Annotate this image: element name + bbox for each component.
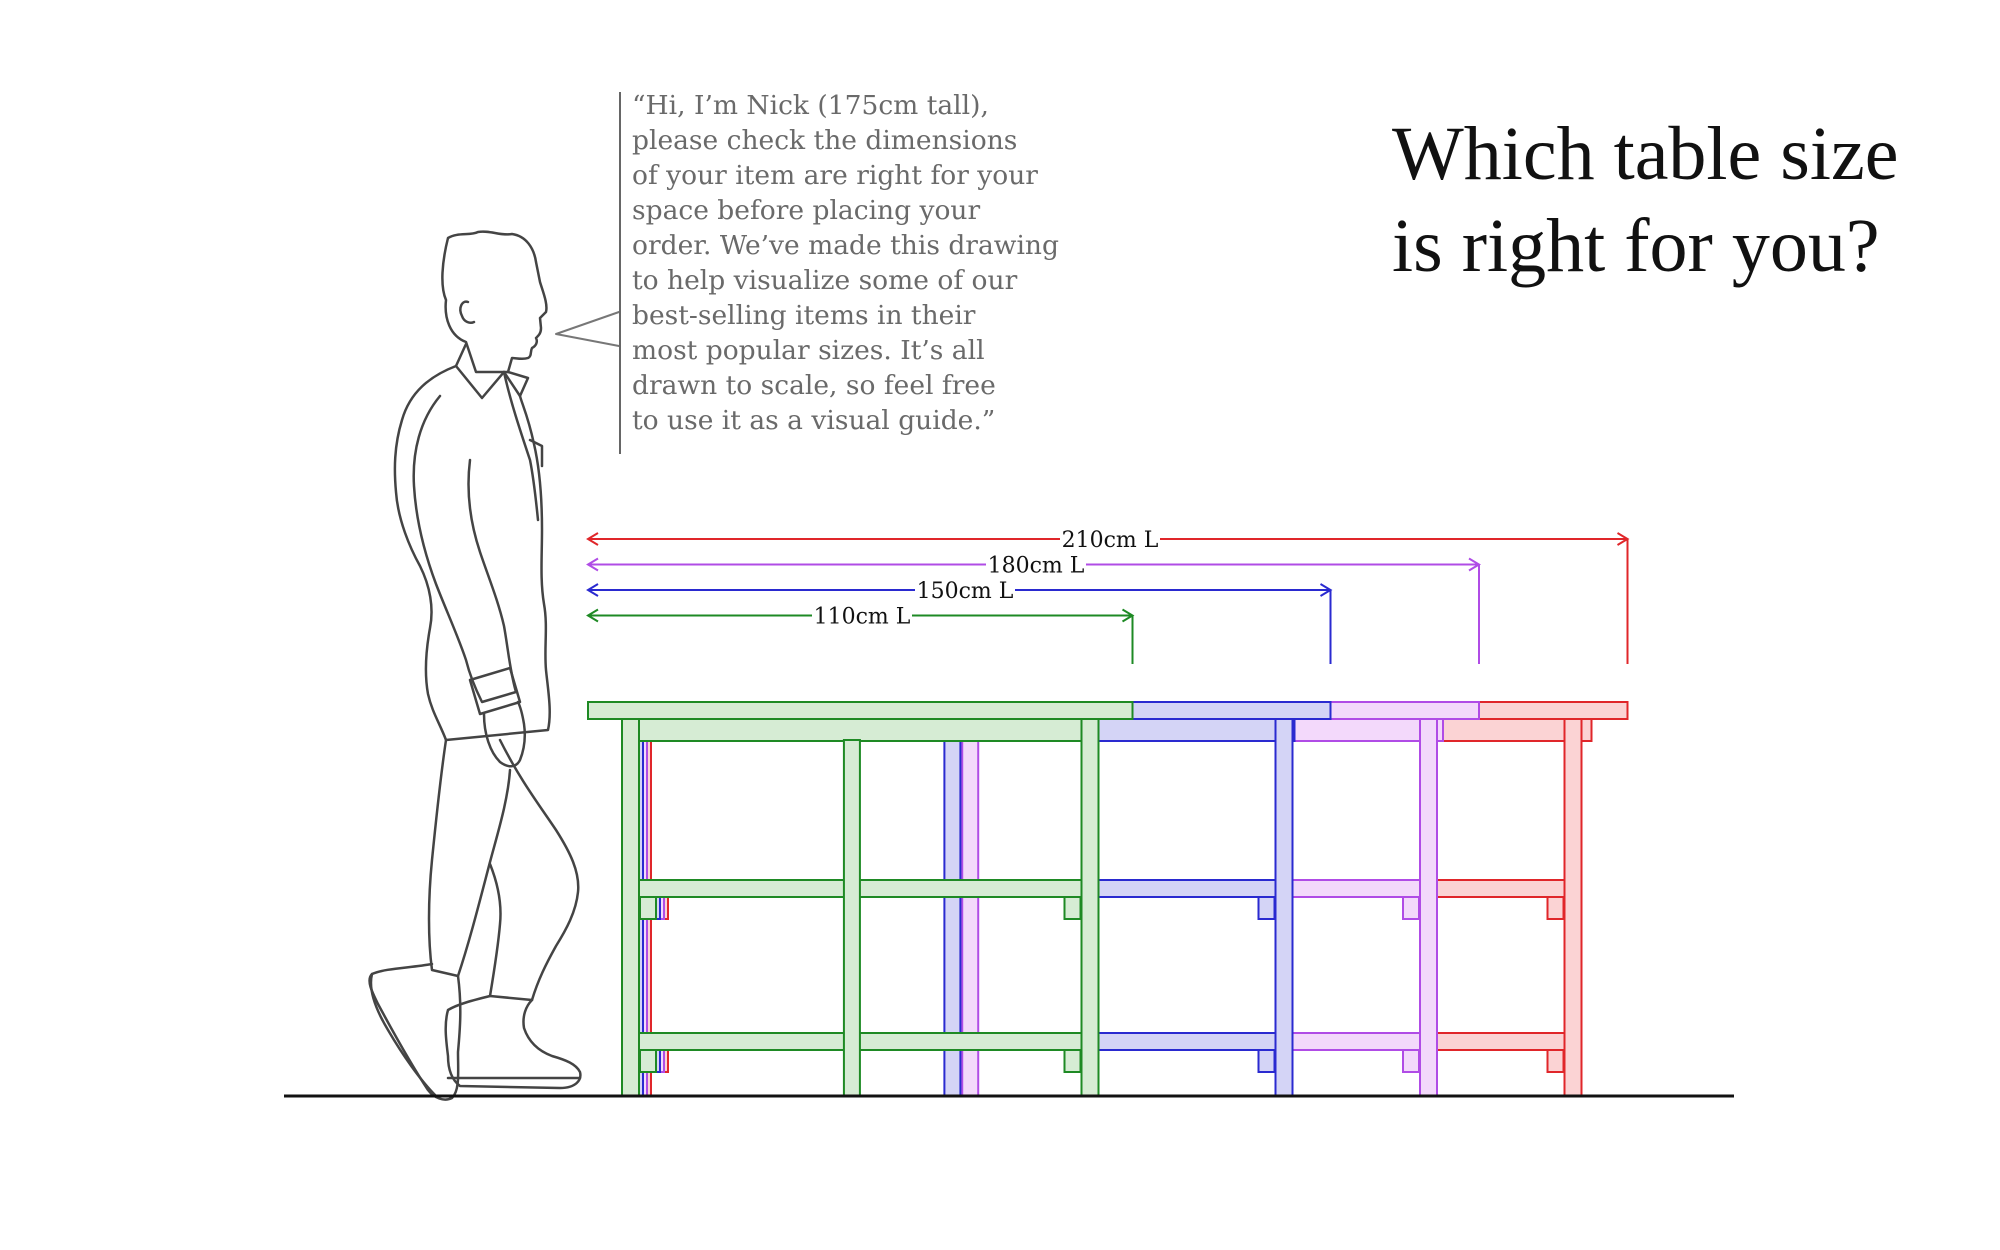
arrow-right-icon [1616,532,1630,546]
person-front-shoe [444,994,582,1090]
dimension-110: 110cm L [586,602,1135,664]
table-cleat [1546,896,1565,920]
speech-pointer [555,311,620,347]
table-left-leg [621,718,640,1097]
table-right-leg [1274,718,1294,1097]
person-back-shoe-sole [369,972,438,1098]
dimension-label: 110cm L [814,605,911,630]
table-right-leg [1080,718,1100,1097]
dimension-label-bg [986,551,1086,578]
table-cleat [639,896,657,920]
person-ear [459,300,476,324]
person-hand [482,700,527,768]
table-right-leg [1419,718,1438,1097]
person-cuff [468,666,522,716]
speech-quote: “Hi, I’m Nick (175cm tall), please check… [632,88,1102,438]
quote-line: to help visualize some of our [632,265,1018,296]
arrow-left-icon [586,557,599,572]
table-elevations [587,701,1629,1097]
arrow-left-icon [586,608,599,623]
table-cleat [1063,896,1082,920]
person-torso [393,364,551,742]
table-cleat [1257,1049,1276,1073]
table-right-leg [1563,718,1583,1097]
quote-line: of your item are right for your [632,160,1038,191]
dimension-label: 180cm L [988,554,1085,579]
person-arm [412,394,518,704]
dimension-label: 210cm L [1062,528,1159,553]
table-cleat [1257,896,1276,920]
person-front-leg [488,738,580,1002]
page-title: Which table size is right for you? [1392,108,1898,292]
dimension-label: 150cm L [917,579,1014,604]
table-cleat [1063,1049,1082,1073]
table-center-leg [842,739,861,1097]
quote-line: most popular sizes. It’s all [632,335,985,366]
table-cleat [1402,1049,1420,1073]
arrow-right-icon [1121,608,1135,623]
table-cleat [1402,896,1420,920]
dimension-label-bg [915,577,1015,603]
table-cleat [1546,1049,1565,1073]
arrow-left-icon [586,532,599,546]
title-line-2: is right for you? [1392,204,1880,288]
dimension-label-bg [812,602,912,629]
quote-line: drawn to scale, so feel free [632,370,996,401]
arrow-right-icon [1468,557,1481,572]
dimension-label-bg [1060,526,1160,552]
quote-line: order. We’ve made this drawing [632,230,1059,261]
quote-divider [619,92,621,454]
dimension-150: 150cm L [586,577,1333,664]
dimension-180: 180cm L [586,551,1481,664]
quote-line: space before placing your [632,195,981,226]
arrow-left-icon [586,583,599,597]
table-cleat [639,1049,657,1073]
dimension-210: 210cm L [586,526,1630,664]
quote-line: “Hi, I’m Nick (175cm tall), [632,90,989,121]
person-back-leg [427,738,512,978]
table-top [587,701,1134,720]
quote-line: to use it as a visual guide.” [632,405,996,436]
table-110 [587,701,1134,1097]
quote-line: best-selling items in their [632,300,976,331]
person-shirt-placket [502,370,540,522]
title-line-1: Which table size [1392,112,1899,196]
arrow-right-icon [1319,583,1333,597]
person-head [441,230,548,374]
table-apron [623,718,1098,742]
person-shirt-pocket [528,438,544,468]
person-figure [368,230,620,1101]
quote-line: please check the dimensions [632,125,1018,156]
